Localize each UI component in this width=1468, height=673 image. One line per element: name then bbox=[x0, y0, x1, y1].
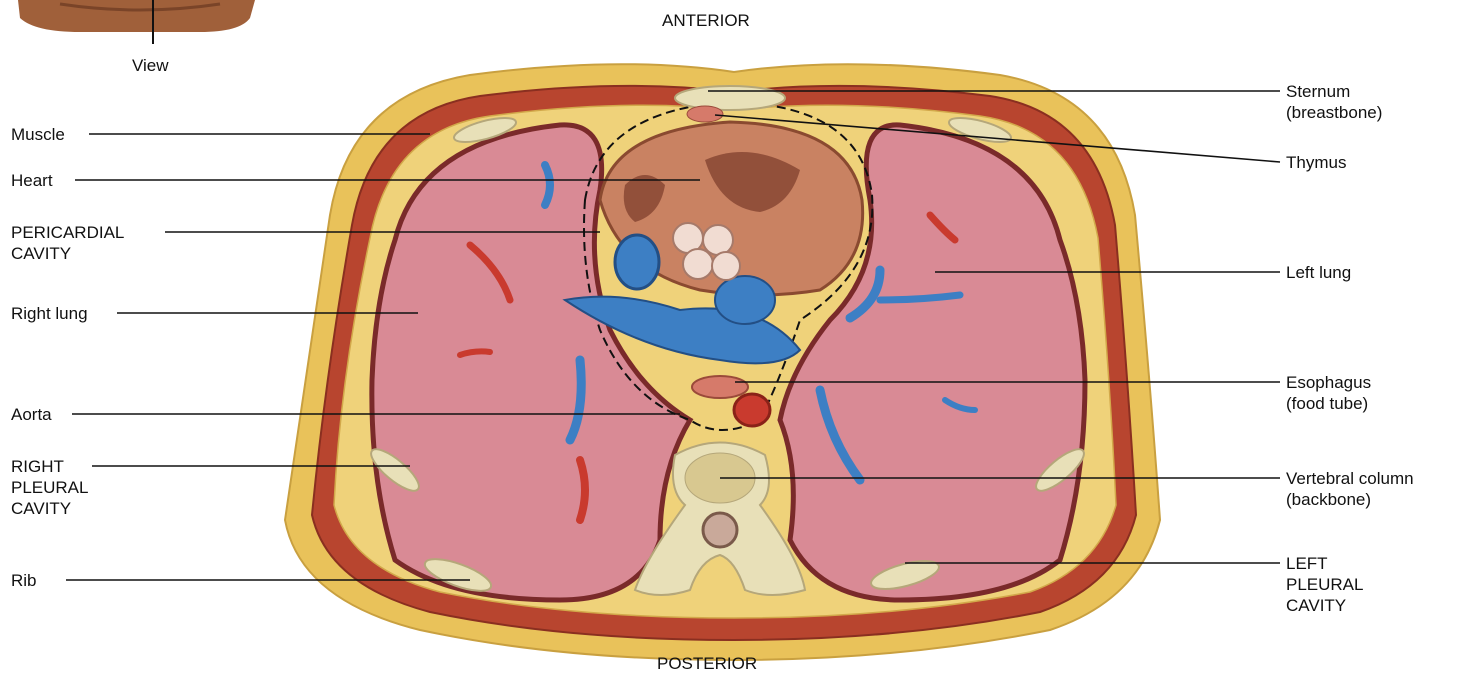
view-inset-torso bbox=[18, 0, 255, 44]
label-thymus: Thymus bbox=[1286, 152, 1346, 173]
label-left-pleural-cavity: LEFT PLEURAL CAVITY bbox=[1286, 553, 1363, 616]
label-right-lung: Right lung bbox=[11, 303, 88, 324]
label-muscle: Muscle bbox=[11, 124, 65, 145]
anterior-label: ANTERIOR bbox=[662, 10, 750, 31]
label-vertebral-column: Vertebral column (backbone) bbox=[1286, 468, 1414, 510]
superior-vena-cava bbox=[615, 235, 659, 289]
label-pericardial-cavity: PERICARDIAL CAVITY bbox=[11, 222, 124, 264]
label-rib: Rib bbox=[11, 570, 37, 591]
posterior-label: POSTERIOR bbox=[657, 653, 757, 673]
body-cross-section bbox=[285, 64, 1160, 660]
label-left-lung: Left lung bbox=[1286, 262, 1351, 283]
label-sternum: Sternum (breastbone) bbox=[1286, 81, 1382, 123]
aorta-shape bbox=[734, 394, 770, 426]
esophagus-shape bbox=[692, 376, 748, 398]
sternum-shape bbox=[675, 86, 785, 110]
label-heart: Heart bbox=[11, 170, 53, 191]
label-esophagus: Esophagus (food tube) bbox=[1286, 372, 1371, 414]
label-right-pleural-cavity: RIGHT PLEURAL CAVITY bbox=[11, 456, 88, 519]
label-aorta: Aorta bbox=[11, 404, 52, 425]
view-label: View bbox=[132, 55, 169, 76]
